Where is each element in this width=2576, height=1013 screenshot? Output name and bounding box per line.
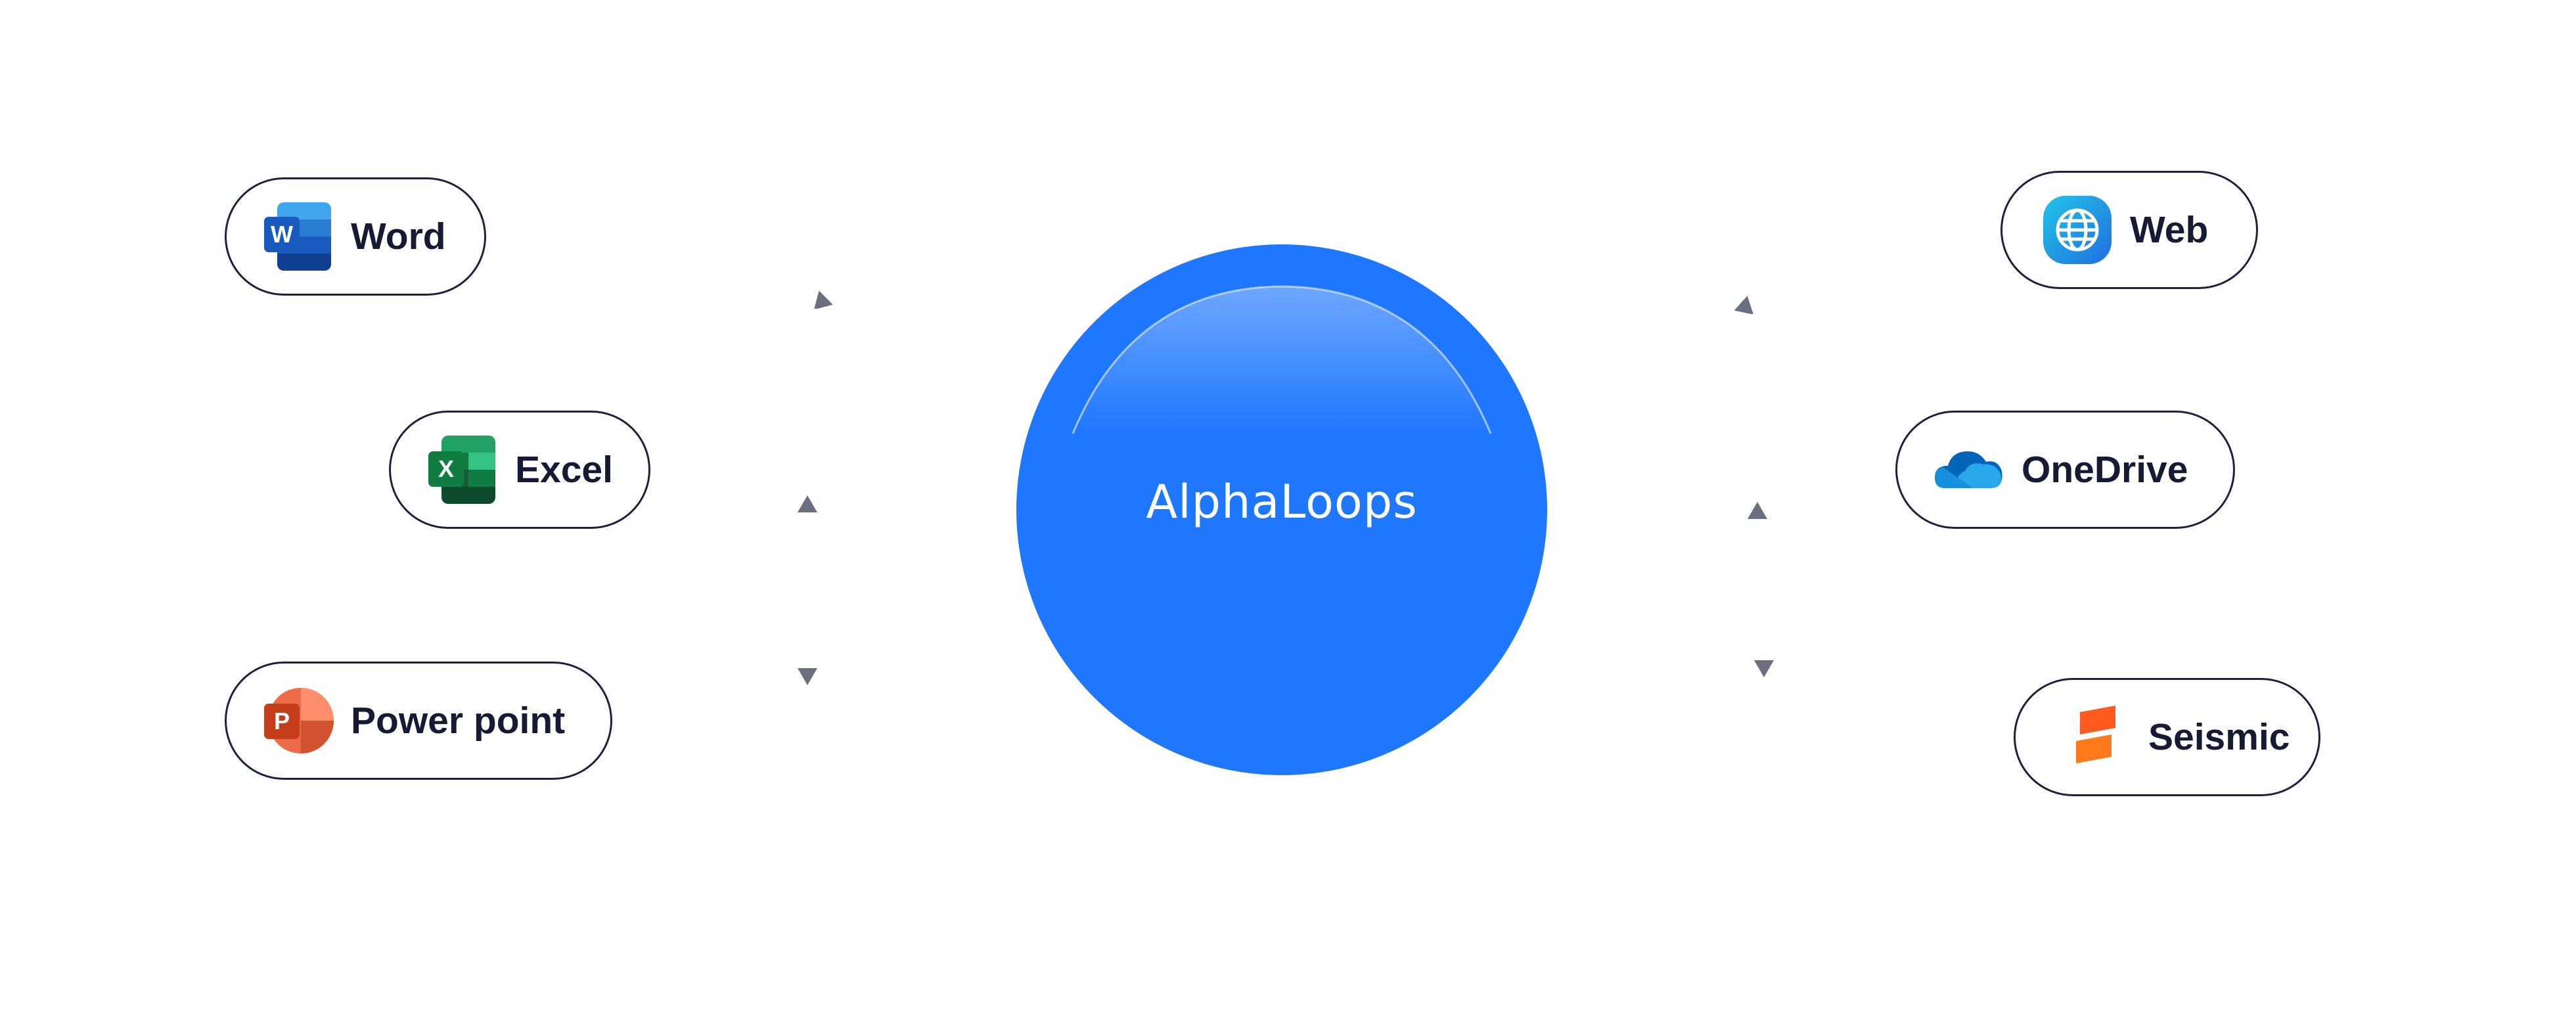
source-pill-onedrive: OneDrive [1895, 411, 2235, 529]
arrow-up-right-top [1734, 294, 1757, 314]
arrow-up-right-middle [1746, 501, 1769, 520]
svg-text:W: W [271, 221, 293, 248]
arrow-up-left-middle [796, 494, 819, 514]
source-pill-excel: X Excel [389, 411, 650, 529]
seismic-icon [2060, 702, 2131, 773]
excel-icon: X [427, 434, 498, 505]
powerpoint-icon: P [263, 685, 334, 756]
source-pill-word: W Word [225, 177, 486, 296]
source-pill-seismic: Seismic [2014, 678, 2320, 796]
source-label: OneDrive [2022, 449, 2188, 491]
arrow-down-left-bottom [796, 667, 819, 687]
word-icon: W [263, 201, 334, 272]
source-label: Seismic [2148, 716, 2290, 758]
web-globe-icon [2042, 194, 2113, 265]
arrow-up-left-top [810, 289, 832, 309]
source-label: Web [2130, 209, 2209, 251]
hub-logo-text: AlphaLoops [1146, 475, 1418, 529]
source-pill-web: Web [2000, 171, 2258, 289]
onedrive-cloud-icon [1933, 434, 2004, 505]
source-pill-powerpoint: P Power point [225, 662, 612, 780]
source-label: Excel [515, 449, 613, 491]
source-label: Power point [351, 700, 566, 742]
arrow-down-right-bottom [1753, 659, 1775, 679]
alphaloops-hub: AlphaLoops [1015, 243, 1548, 777]
source-label: Word [351, 215, 446, 258]
svg-text:X: X [438, 455, 454, 482]
svg-text:P: P [274, 708, 290, 734]
hub-gloss [1073, 286, 1491, 434]
